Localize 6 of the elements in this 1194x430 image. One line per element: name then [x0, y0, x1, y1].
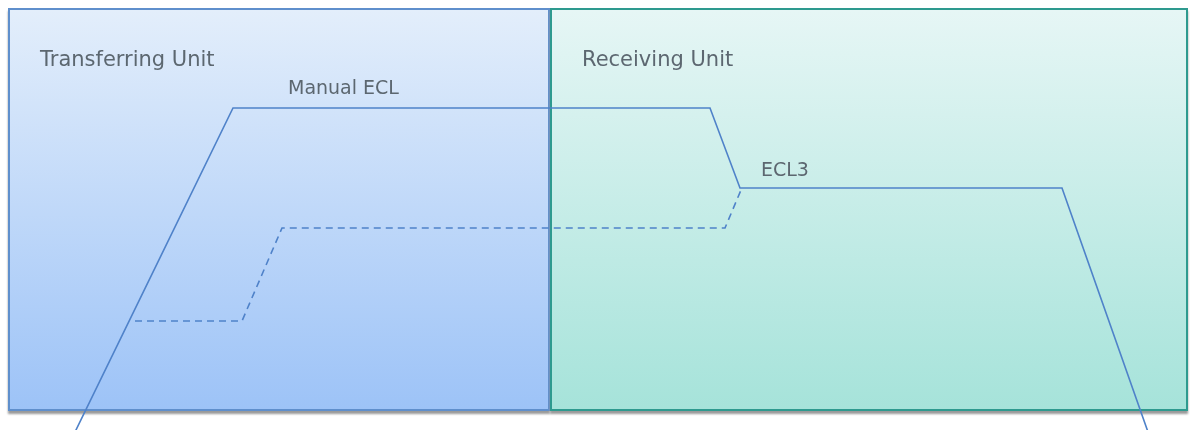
panel-title: Receiving Unit — [582, 47, 734, 71]
level-label: ECL3 — [761, 158, 809, 180]
unit-panel — [8, 8, 550, 411]
panel-title: Transferring Unit — [40, 47, 215, 71]
unit-panel — [550, 8, 1188, 411]
level-label: Manual ECL — [288, 76, 399, 98]
